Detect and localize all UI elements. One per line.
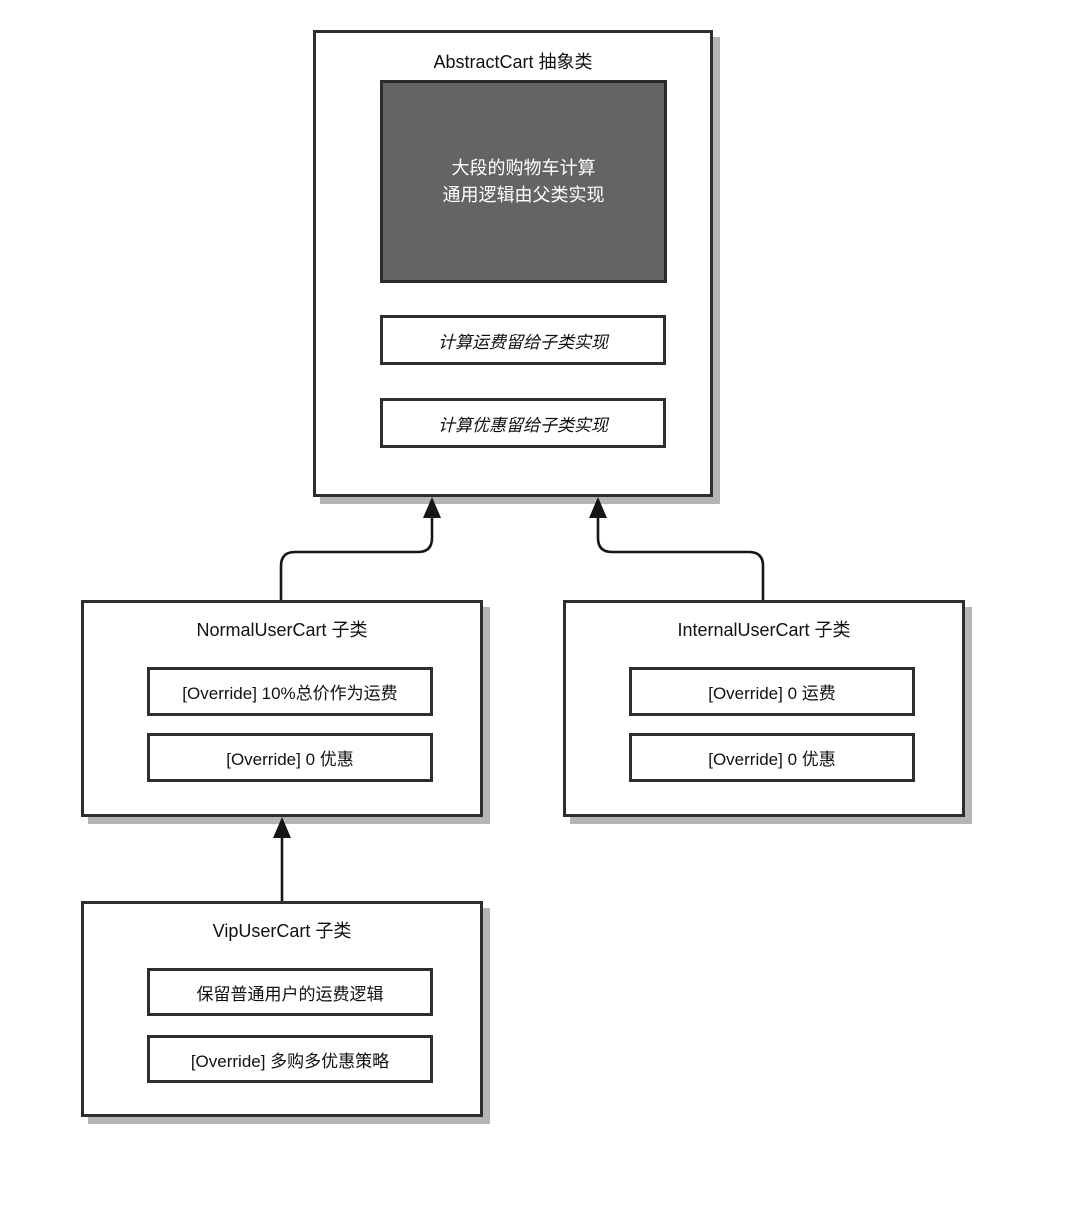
abstract-method-discount: 计算优惠留给子类实现 — [380, 398, 666, 448]
shared-logic-line2: 通用逻辑由父类实现 — [442, 184, 605, 205]
method-internal-discount: [Override] 0 优惠 — [629, 733, 915, 782]
class-title-abstractcart: AbstractCart 抽象类 — [433, 52, 593, 72]
class-box-vipusercart: VipUserCart 子类 保留普通用户的运费逻辑 [Override] 多购… — [81, 901, 483, 1117]
class-box-normalusercart: NormalUserCart 子类 [Override] 10%总价作为运费 [… — [81, 600, 483, 817]
class-box-internalusercart: InternalUserCart 子类 [Override] 0 运费 [Ove… — [563, 600, 965, 817]
class-title-vipusercart: VipUserCart 子类 — [212, 921, 352, 941]
arrowhead-normal-to-abstract — [423, 497, 441, 518]
arrowhead-internal-to-abstract — [589, 497, 607, 518]
inheritance-connector-internal-to-abstract — [596, 514, 765, 600]
shared-logic-block: 大段的购物车计算 通用逻辑由父类实现 — [380, 80, 667, 283]
abstract-method-shipping: 计算运费留给子类实现 — [380, 315, 666, 365]
class-title-internalusercart: InternalUserCart 子类 — [677, 620, 851, 640]
method-vip-shipping: 保留普通用户的运费逻辑 — [147, 968, 433, 1016]
method-internal-shipping: [Override] 0 运费 — [629, 667, 915, 716]
method-vip-discount: [Override] 多购多优惠策略 — [147, 1035, 433, 1083]
inheritance-connector-normal-to-abstract — [279, 514, 434, 600]
arrowhead-vip-to-normal — [273, 817, 291, 838]
class-title-normalusercart: NormalUserCart 子类 — [196, 620, 368, 640]
shared-logic-line1: 大段的购物车计算 — [451, 157, 596, 178]
method-normal-discount: [Override] 0 优惠 — [147, 733, 433, 782]
class-box-abstractcart: AbstractCart 抽象类 大段的购物车计算 通用逻辑由父类实现 计算运费… — [313, 30, 713, 497]
method-normal-shipping: [Override] 10%总价作为运费 — [147, 667, 433, 716]
